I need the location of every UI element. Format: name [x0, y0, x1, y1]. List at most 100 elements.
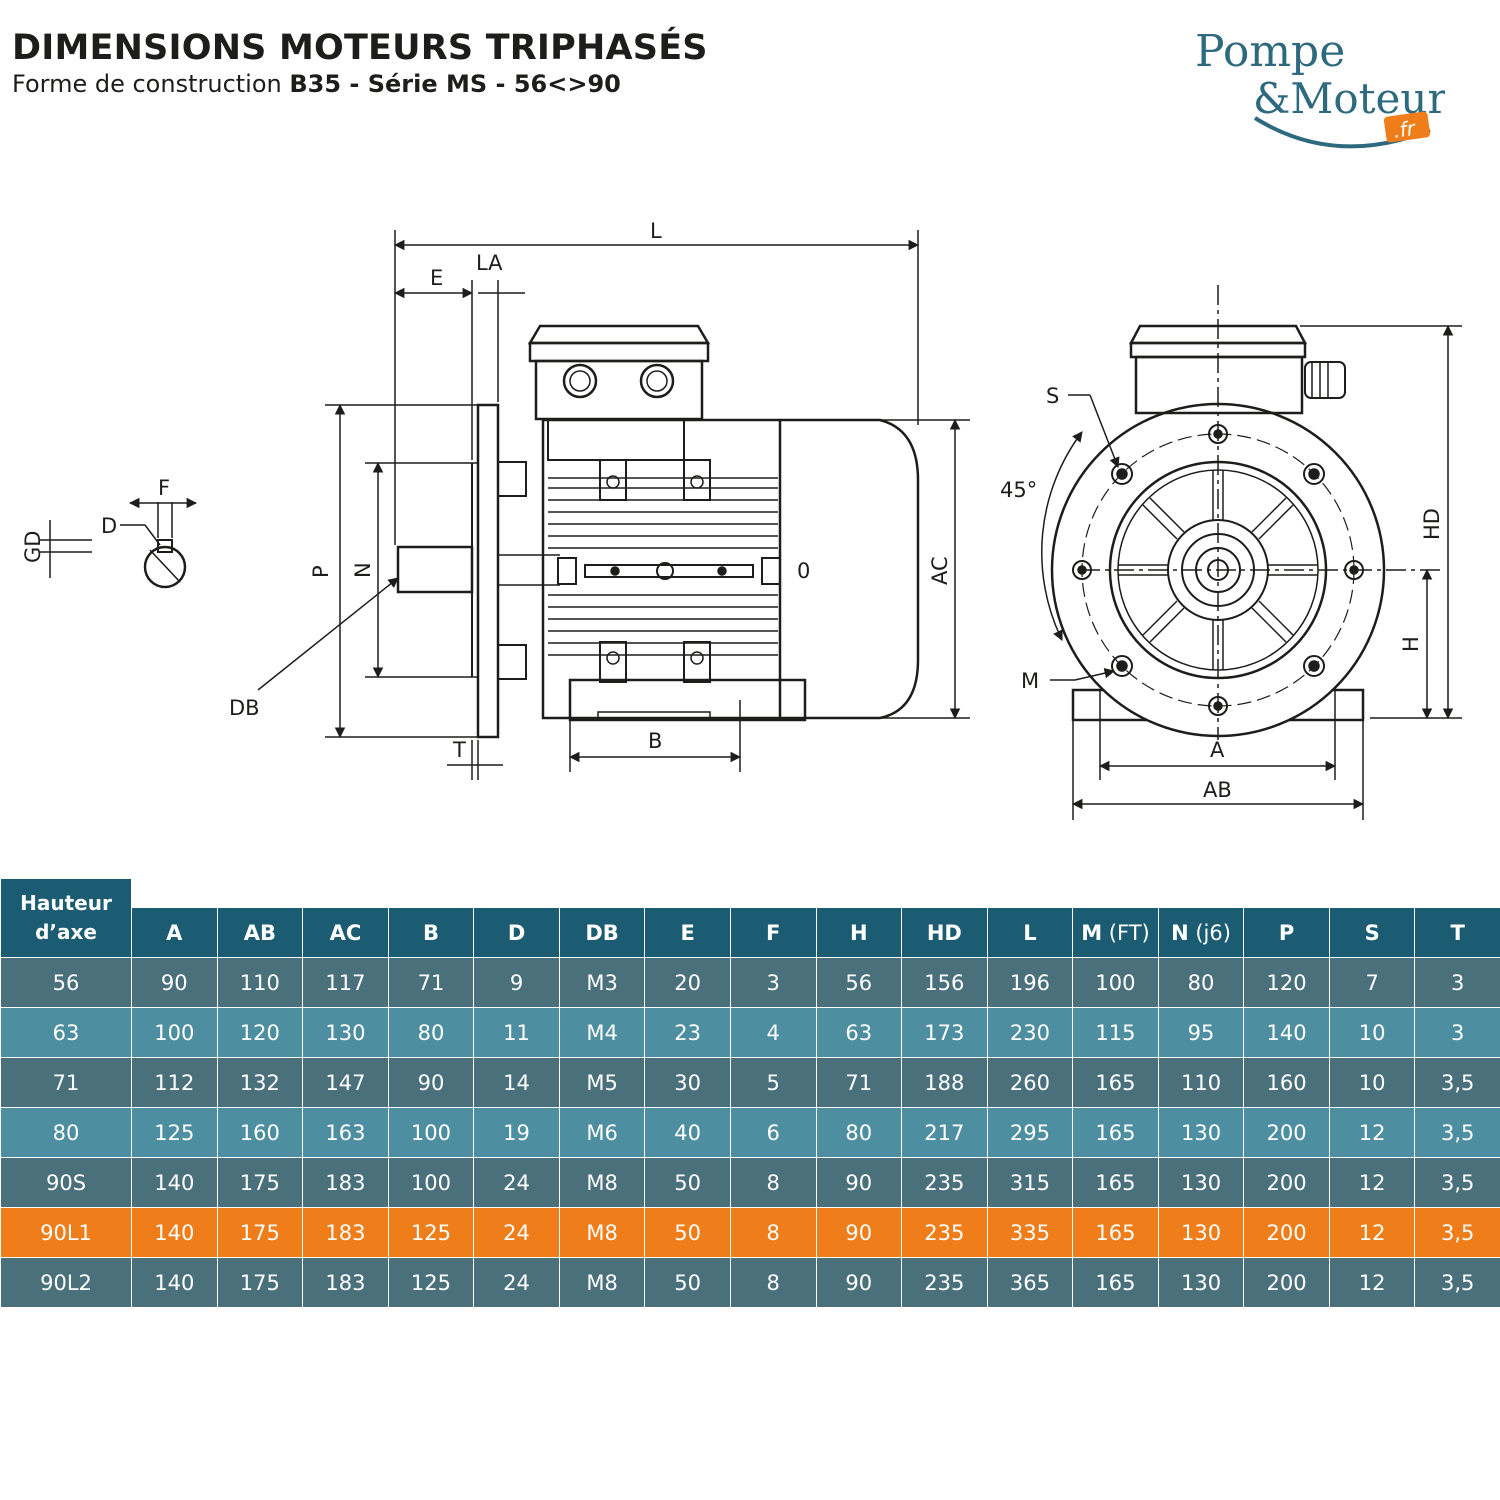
table-cell: 12 — [1328, 1207, 1416, 1258]
table-cell: 260 — [986, 1057, 1074, 1108]
header-col-label: E — [680, 921, 695, 945]
label-S: S — [1046, 384, 1059, 408]
label-HD: HD — [1420, 508, 1444, 540]
table-cell: 63 — [815, 1007, 903, 1058]
table-cell: 56 — [815, 957, 903, 1008]
table-cell: 3,5 — [1414, 1207, 1500, 1258]
header-col-label: AB — [243, 921, 276, 945]
label-M: M — [1021, 669, 1039, 693]
header-col-label: N — [1171, 921, 1189, 945]
table-cell: 335 — [986, 1207, 1074, 1258]
header-col-label: S — [1364, 921, 1380, 945]
table-cell: 235 — [901, 1157, 988, 1208]
table-cell: 14 — [473, 1057, 560, 1108]
table-cell: 130 — [1157, 1207, 1245, 1258]
table-cell: 132 — [216, 1057, 304, 1108]
table-cell: 165 — [1072, 1107, 1159, 1158]
motor-side-view — [396, 324, 920, 739]
table-cell: 196 — [986, 957, 1074, 1008]
table-cell: 183 — [302, 1157, 389, 1208]
table-cell: 3 — [729, 957, 817, 1008]
header-axe: d’axe — [35, 920, 97, 944]
table-cell: 165 — [1072, 1057, 1159, 1108]
table-cell: 130 — [302, 1007, 389, 1058]
header-hauteur-axe: Hauteur d’axe — [0, 878, 132, 958]
header-col-label: AC — [329, 921, 362, 945]
table-cell: 19 — [473, 1107, 560, 1158]
table-cell: 200 — [1243, 1157, 1330, 1208]
label-LA: LA — [476, 251, 503, 275]
table-cell: 3,5 — [1414, 1107, 1500, 1158]
table-cell: 125 — [131, 1107, 218, 1158]
cell-frame-size: 90S — [0, 1157, 132, 1208]
header-col-label: P — [1278, 921, 1295, 945]
label-zero: 0 — [797, 559, 810, 583]
table-cell: 12 — [1328, 1257, 1416, 1308]
table-cell: M8 — [558, 1257, 646, 1308]
table-cell: 20 — [644, 957, 731, 1008]
cell-frame-size: 63 — [0, 1007, 132, 1058]
table-cell: 71 — [387, 957, 475, 1008]
table-cell: M5 — [558, 1057, 646, 1108]
table-cell: 90 — [815, 1257, 903, 1308]
label-H: H — [1399, 636, 1423, 652]
table-cell: 183 — [302, 1207, 389, 1258]
table-cell: 235 — [901, 1257, 988, 1308]
header-col-label: T — [1450, 921, 1465, 945]
page-title: DIMENSIONS MOTEURS TRIPHASÉS — [12, 28, 708, 68]
label-T: T — [452, 738, 466, 762]
table-cell: 8 — [729, 1257, 817, 1308]
subtitle-series: B35 - Série MS - 56<>90 — [289, 70, 621, 98]
label-A: A — [1210, 738, 1225, 762]
table-cell: 10 — [1328, 1057, 1416, 1108]
table-cell: 24 — [473, 1257, 560, 1308]
table-cell: M6 — [558, 1107, 646, 1158]
table-cell: 115 — [1072, 1007, 1159, 1058]
cell-frame-size: 56 — [0, 957, 132, 1008]
table-cell: 12 — [1328, 1157, 1416, 1208]
table-cell: 100 — [1072, 957, 1159, 1008]
table-cell: 71 — [815, 1057, 903, 1108]
table-cell: 140 — [131, 1207, 218, 1258]
logo-word-pompe: Pompe — [1195, 26, 1345, 77]
header-col-label: HD — [926, 921, 962, 945]
table-cell: 90 — [815, 1157, 903, 1208]
table-cell: 140 — [1243, 1007, 1330, 1058]
header-col-label: L — [1023, 921, 1037, 945]
table-cell: 200 — [1243, 1207, 1330, 1258]
header-col-suffix: (FT) — [1102, 921, 1150, 945]
label-angle: 45° — [1000, 478, 1037, 502]
table-cell: 315 — [986, 1157, 1074, 1208]
table-cell: 295 — [986, 1107, 1074, 1158]
table-cell: 10 — [1328, 1007, 1416, 1058]
table-cell: 156 — [901, 957, 988, 1008]
table-cell: 110 — [1157, 1057, 1245, 1108]
table-cell: 130 — [1157, 1157, 1245, 1208]
table-cell: 80 — [1157, 957, 1245, 1008]
header-col-label: B — [422, 921, 439, 945]
table-cell: 90 — [387, 1057, 475, 1108]
label-P: P — [309, 565, 333, 578]
label-L: L — [650, 219, 662, 243]
subtitle-prefix: Forme de construction — [12, 70, 290, 98]
table-cell: 3 — [1414, 1007, 1500, 1058]
table-cell: 230 — [986, 1007, 1074, 1058]
header-hauteur: Hauteur — [20, 891, 112, 915]
table-cell: 100 — [387, 1107, 475, 1158]
brand-logo: Pompe &Moteur .fr — [1195, 26, 1445, 149]
cell-frame-size: 80 — [0, 1107, 132, 1158]
table-cell: 188 — [901, 1057, 988, 1108]
header-col-label: H — [849, 921, 868, 945]
table-cell: 3,5 — [1414, 1157, 1500, 1208]
table-cell: 7 — [1328, 957, 1416, 1008]
table-cell: 12 — [1328, 1107, 1416, 1158]
table-cell: 100 — [387, 1157, 475, 1208]
header-col-label: A — [166, 921, 183, 945]
label-DB: DB — [229, 696, 260, 720]
